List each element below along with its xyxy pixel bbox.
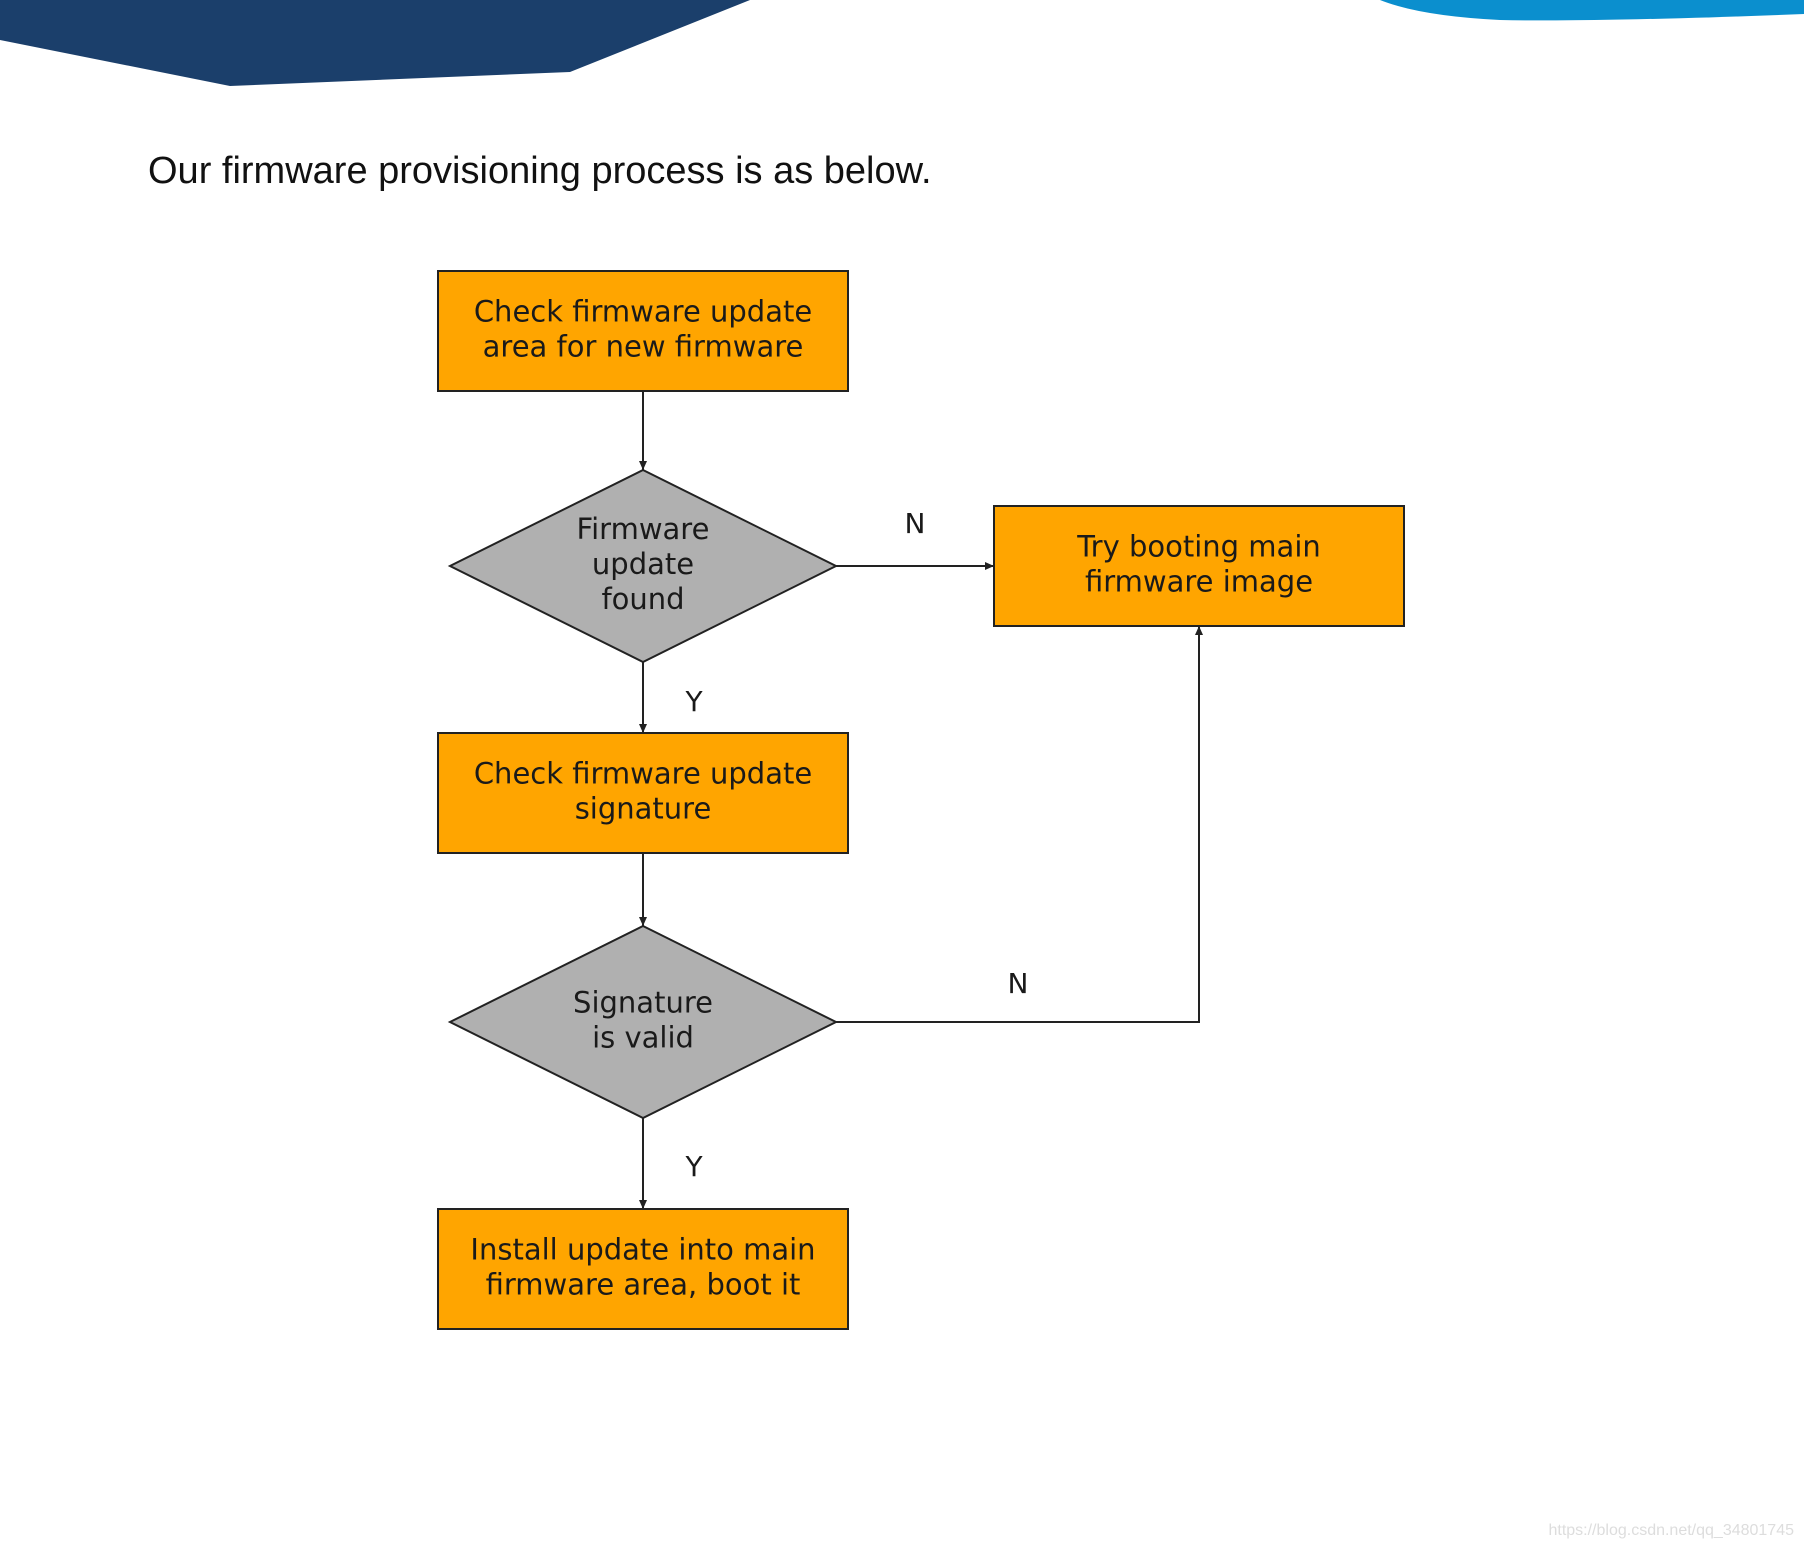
decision-diamond <box>447 468 839 664</box>
edge-label: N <box>1008 967 1029 1000</box>
process-box <box>437 732 849 854</box>
header-banner-light <box>1380 0 1804 21</box>
process-box <box>437 270 849 392</box>
edge-label: Y <box>684 685 703 718</box>
node-label-line: is valid <box>592 1021 694 1055</box>
node-label-line: Firmware <box>577 512 710 546</box>
intro-text: Our firmware provisioning process is as … <box>148 150 932 192</box>
decision-diamond <box>447 924 839 1120</box>
header-banner-dark <box>0 0 750 86</box>
edges-layer <box>639 391 1203 1209</box>
node-label-line: found <box>601 582 684 616</box>
node-label-line: Check firmware update <box>474 295 812 329</box>
node-label-line: area for new firmware <box>483 330 804 364</box>
node-label-line: firmware area, boot it <box>486 1268 801 1302</box>
edge-labels-layer: N Y N Y <box>684 507 1028 1183</box>
process-box <box>437 1208 849 1330</box>
node-label-line: Try booting main <box>1076 530 1321 564</box>
node-label-line: Install update into main <box>470 1233 815 1267</box>
node-label-line: Signature <box>573 986 713 1020</box>
node-label-line: signature <box>575 792 712 826</box>
process-box <box>993 505 1405 627</box>
edge-label: Y <box>684 1150 703 1183</box>
node-label-line: Check firmware update <box>474 757 812 791</box>
node-label-line: firmware image <box>1085 565 1313 599</box>
node-label-line: update <box>592 547 694 581</box>
edge-label: N <box>905 507 926 540</box>
edge-signature-valid-to-try-boot <box>836 626 1203 1023</box>
watermark: https://blog.csdn.net/qq_34801745 <box>1548 1522 1794 1539</box>
